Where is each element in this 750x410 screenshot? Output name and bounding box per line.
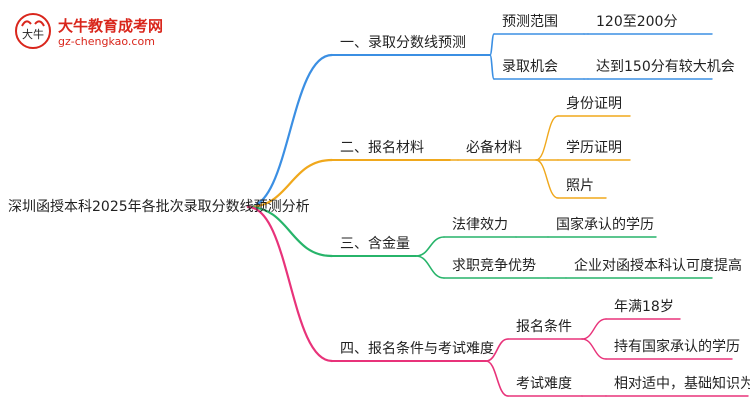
- branch-4-child-2-leaf-1-label: 相对适中，基础知识为主: [614, 376, 750, 392]
- bull-logo-icon: 大牛: [15, 13, 51, 49]
- link-branch-4-child-1-leaf-1: [581, 318, 607, 340]
- branch-3-child-1-leaf-1-label: 国家承认的学历: [556, 217, 654, 233]
- link-root-branch-4: [246, 205, 334, 363]
- branch-3-label: 三、含金量: [340, 236, 410, 252]
- mindmap-root: 深圳函授本科2025年各批次录取分数线预测分析: [8, 199, 310, 215]
- branch-3-child-2-label: 求职竞争优势: [452, 258, 536, 274]
- link-branch-4-child-2: [485, 360, 509, 397]
- brand-logo: 大牛 大牛教育成考网 gz-chengkao.com: [14, 12, 174, 58]
- branch-2-child-1-leaf-2-label: 学历证明: [566, 140, 622, 156]
- branch-4-child-1-leaf-2-label: 持有国家承认的学历: [614, 339, 740, 355]
- branch-4-label: 四、报名条件与考试难度: [340, 341, 494, 357]
- branch-1-child-1-label: 预测范围: [502, 14, 558, 30]
- link-root-branch-3: [246, 205, 334, 258]
- branch-1-label: 一、录取分数线预测: [340, 35, 466, 51]
- mindmap-links: [246, 33, 749, 397]
- branch-1-child-2-leaf-1-label: 达到150分有较大机会: [596, 59, 735, 75]
- branch-3-child-2-leaf-1-label: 企业对函授本科认可度提高: [574, 258, 742, 274]
- link-root-branch-1: [246, 53, 334, 209]
- link-branch-1-child-1: [489, 33, 495, 56]
- logo-site-name: 大牛教育成考网: [58, 17, 164, 35]
- link-branch-2-child-1-leaf-1: [535, 115, 559, 161]
- link-root-branch-2: [246, 158, 334, 209]
- branch-1-child-1-leaf-1-label: 120至200分: [596, 14, 678, 30]
- link-branch-3-child-1: [415, 236, 445, 257]
- link-branch-2-child-1-leaf-3: [535, 159, 559, 199]
- branch-2-child-1-leaf-3-label: 照片: [566, 178, 594, 194]
- link-branch-4-child-1-leaf-2: [581, 338, 607, 360]
- branch-4-child-2-label: 考试难度: [516, 376, 572, 392]
- branch-2-child-1-leaf-1-label: 身份证明: [566, 96, 622, 112]
- branch-1-child-2-label: 录取机会: [502, 59, 558, 75]
- link-branch-4-child-1: [485, 338, 509, 362]
- branch-2-label: 二、报名材料: [340, 140, 424, 156]
- link-branch-1-child-2: [489, 54, 495, 80]
- logo-site-url: gz-chengkao.com: [58, 35, 155, 48]
- branch-4-child-1-label: 报名条件: [516, 319, 572, 335]
- branch-4-child-1-leaf-1-label: 年满18岁: [614, 299, 674, 315]
- branch-3-child-1-label: 法律效力: [452, 217, 508, 233]
- link-branch-3-child-2: [415, 255, 445, 279]
- logo-badge-text: 大牛: [22, 27, 44, 41]
- branch-2-child-1-label: 必备材料: [466, 140, 522, 156]
